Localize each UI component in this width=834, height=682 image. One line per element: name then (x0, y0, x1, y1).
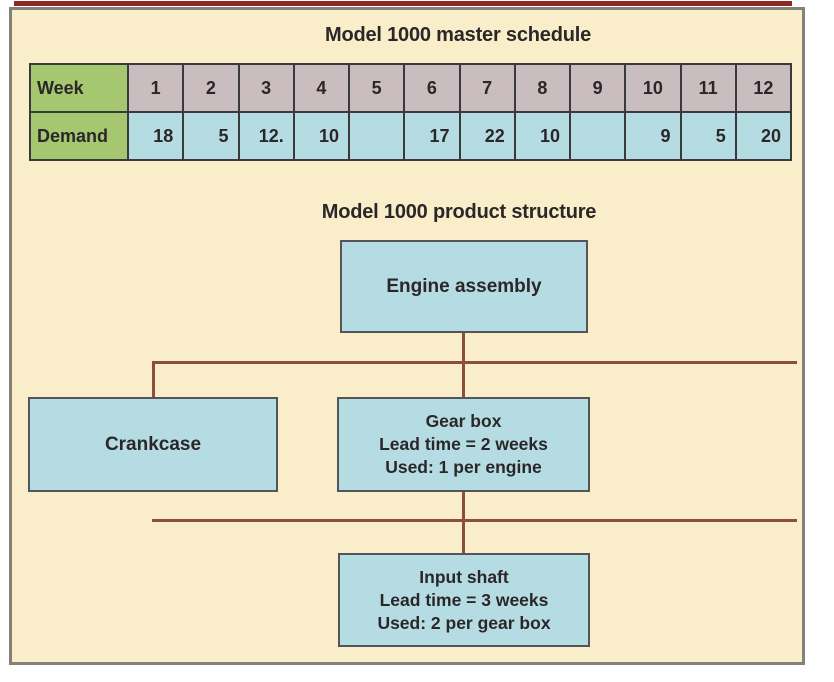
week-cell-11: 11 (679, 63, 737, 113)
crankcase-label: Crankcase (104, 433, 202, 455)
connector-engine-to-level1 (462, 333, 465, 397)
demand-cell-7: 22 (458, 111, 516, 161)
demand-cell-5 (347, 111, 406, 161)
input-shaft-title: Input shaft (419, 566, 509, 587)
demand-cell-9 (568, 111, 627, 161)
gear-box-usage: Used: 1 per engine (385, 457, 542, 477)
demand-cell-8: 10 (513, 111, 572, 161)
engine-assembly-label: Engine assembly (386, 275, 542, 297)
demand-cell-2: 5 (182, 111, 240, 161)
week-cell-2: 2 (182, 63, 240, 113)
node-engine-assembly: Engine assembly (340, 240, 588, 333)
master-schedule-title: Model 1000 master schedule (324, 24, 592, 46)
week-cell-3: 3 (237, 63, 295, 113)
demand-cell-3: 12. (237, 111, 295, 161)
week-cell-6: 6 (403, 63, 461, 113)
connector-level1-horizontal (152, 361, 797, 364)
demand-row: Demand 18 5 12. 10 17 22 10 9 5 20 (29, 111, 793, 161)
week-row-header: Week (29, 63, 129, 113)
demand-row-header: Demand (29, 111, 129, 161)
week-cell-1: 1 (126, 63, 185, 113)
week-cell-9: 9 (568, 63, 627, 113)
node-input-shaft: Input shaft Lead time = 3 weeks Used: 2 … (338, 553, 590, 647)
input-shaft-lead-time: Lead time = 3 weeks (379, 589, 549, 610)
product-structure-title: Model 1000 product structure (321, 201, 597, 223)
week-row: Week 1 2 3 4 5 6 7 8 9 10 11 12 (29, 63, 793, 113)
demand-cell-12: 20 (734, 111, 793, 161)
demand-cell-11: 5 (679, 111, 737, 161)
week-cell-4: 4 (292, 63, 351, 113)
demand-cell-6: 17 (403, 111, 461, 161)
node-gear-box: Gear box Lead time = 2 weeks Used: 1 per… (337, 397, 590, 492)
week-cell-8: 8 (513, 63, 572, 113)
input-shaft-usage: Used: 2 per gear box (377, 612, 551, 633)
week-cell-5: 5 (347, 63, 406, 113)
connector-gearbox-to-level2 (462, 492, 465, 553)
connector-drop-to-crankcase (152, 361, 155, 397)
week-cell-7: 7 (458, 63, 516, 113)
demand-cell-4: 10 (292, 111, 351, 161)
gear-box-title: Gear box (425, 411, 502, 431)
demand-cell-1: 18 (126, 111, 185, 161)
connector-level2-horizontal (152, 519, 797, 522)
demand-cell-10: 9 (624, 111, 682, 161)
week-cell-10: 10 (624, 63, 682, 113)
gear-box-lead-time: Lead time = 2 weeks (379, 434, 548, 454)
top-red-rule (14, 1, 792, 6)
node-crankcase: Crankcase (28, 397, 278, 492)
week-cell-12: 12 (734, 63, 793, 113)
master-schedule-table: Week 1 2 3 4 5 6 7 8 9 10 11 12 Demand 1… (29, 63, 793, 161)
